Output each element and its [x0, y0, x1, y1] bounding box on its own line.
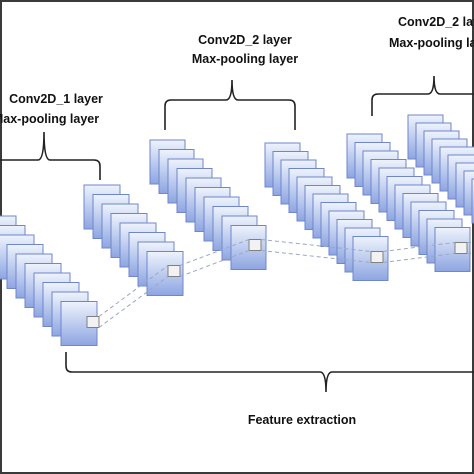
stack-1b	[83, 184, 184, 296]
connector-line	[98, 276, 169, 328]
connector-lines	[98, 239, 474, 328]
receptive-field-patch	[454, 242, 468, 254]
connector-line	[382, 242, 456, 252]
feature-extraction-label: Feature extraction	[248, 413, 356, 427]
receptive-field-patch	[86, 316, 100, 328]
connector-line	[382, 253, 456, 263]
layer-3-pool-label: Max-pooling layer	[389, 36, 474, 50]
stack-3a	[346, 133, 471, 272]
feature-map	[471, 178, 474, 224]
stack-3b	[407, 114, 474, 224]
feature-map-stacks	[0, 114, 474, 346]
layer-2-brace	[164, 79, 296, 130]
layer-3-brace	[371, 75, 474, 116]
layer-1-pool-label: Max-pooling layer	[0, 112, 99, 126]
layer-1-brace	[0, 131, 101, 180]
layer-2-pool-label: Max-pooling layer	[192, 52, 298, 66]
stack-2a	[149, 139, 267, 270]
layer-3-conv-label: Conv2D_2 layer	[398, 15, 474, 29]
feature-extraction-brace	[65, 352, 474, 393]
receptive-field-patch	[167, 265, 181, 277]
receptive-field-patch	[248, 239, 262, 251]
feature-map	[463, 170, 474, 216]
stack-1a	[0, 215, 100, 346]
receptive-field-patch	[370, 251, 384, 263]
stack-2b	[264, 142, 389, 281]
connector-line	[260, 239, 372, 252]
connector-line	[179, 250, 250, 277]
layer-braces	[0, 75, 474, 393]
layer-1-conv-label: Conv2D_1 layer	[9, 92, 103, 106]
layer-2-conv-label: Conv2D_2 layer	[198, 33, 292, 47]
connector-line	[179, 239, 250, 266]
connector-line	[98, 265, 169, 317]
connector-line	[260, 250, 372, 263]
